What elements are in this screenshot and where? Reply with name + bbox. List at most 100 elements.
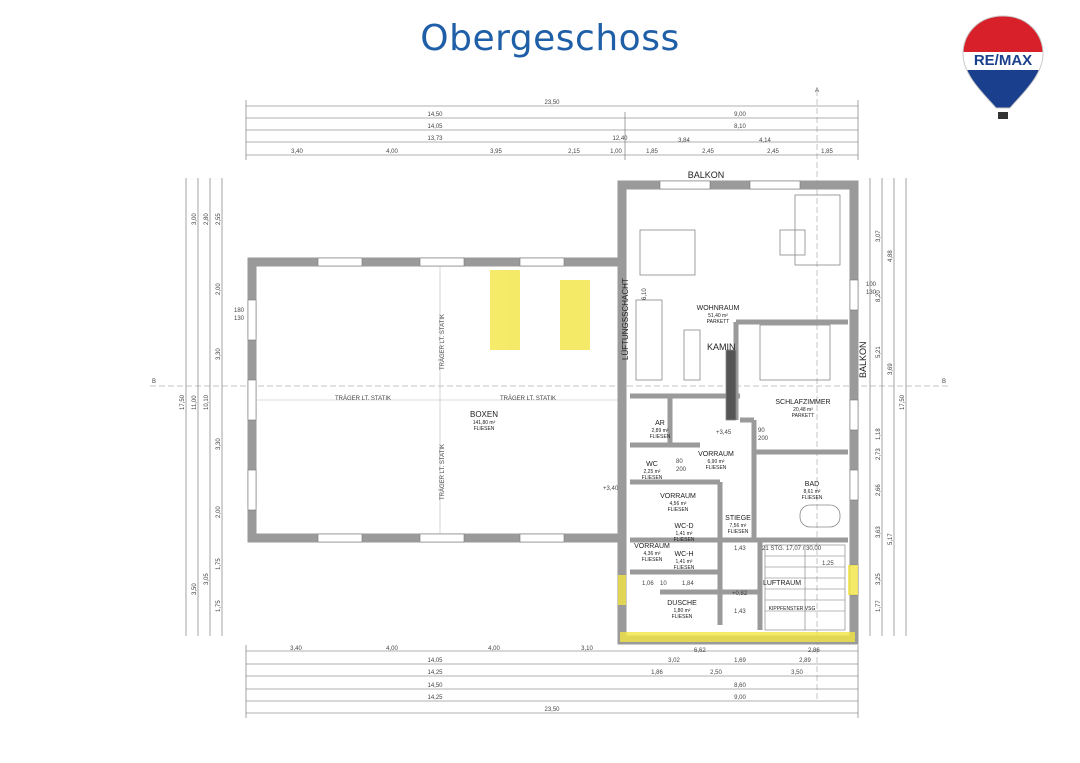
dim-right-12: 1,77 xyxy=(876,600,882,612)
dim-bottom-2-3: 3,50 xyxy=(791,670,803,676)
dim-inner-12: 130 xyxy=(234,316,245,322)
dim-top-4-1: 12,40 xyxy=(612,136,628,142)
dim-bottom-1-6: 2,89 xyxy=(799,658,811,664)
label-luftraum: LUFTRAUM xyxy=(763,580,801,587)
dim-right-9: 3,63 xyxy=(876,526,882,538)
dim-right-4: 5,21 xyxy=(876,346,882,358)
remax-balloon-logo: RE/MAX xyxy=(962,15,1044,119)
floor-wohnraum: PARKETT xyxy=(707,319,730,325)
dim-left-0: 17,50 xyxy=(180,394,186,410)
floor-ar: FLIESEN xyxy=(650,434,671,440)
label-kamin: KAMIN xyxy=(707,342,736,352)
dim-left-2: 10,10 xyxy=(204,394,210,410)
label-kippfenster: KIPPFENSTER VSG xyxy=(769,606,816,612)
dim-top-5-8: 4,14 xyxy=(759,138,771,144)
area-bad: 8,61 m² xyxy=(804,489,821,495)
dim-inner-13: 90 xyxy=(758,428,765,434)
dim-top-2-1: 9,00 xyxy=(734,112,746,118)
traeger-label-4: TRÄGER LT. STATIK xyxy=(439,444,446,500)
dim-left-3: 3,00 xyxy=(192,213,198,225)
dim-top-4-0: 13,73 xyxy=(427,136,443,142)
dim-bottom-2-2: 2,50 xyxy=(710,670,722,676)
dim-inner-2: 1,25 xyxy=(822,561,834,567)
dim-right-10: 5,17 xyxy=(888,533,894,545)
dim-top-5-9: 2,45 xyxy=(767,149,779,155)
page-title: Obergeschoss xyxy=(420,18,680,59)
dim-left-12: 1,75 xyxy=(216,558,222,570)
dim-left-7: 2,00 xyxy=(216,283,222,295)
area-schlafzimmer: 20,48 m² xyxy=(793,407,813,413)
dim-top-5-7: 2,45 xyxy=(702,149,714,155)
dim-left-4: 3,50 xyxy=(192,583,198,595)
dim-left-5: 2,80 xyxy=(204,213,210,225)
dim-inner-11: 180 xyxy=(234,308,245,314)
label-wohnraum: WOHNRAUM xyxy=(697,305,740,312)
dim-left-8: 3,30 xyxy=(216,348,222,360)
stairs-label: 21 STG. 17,07 / 30,00 xyxy=(762,546,822,552)
dim-right-11: 3,25 xyxy=(876,573,882,585)
dim-bottom-3-1: 8,60 xyxy=(734,683,746,689)
dim-right-2: 4,88 xyxy=(888,250,894,262)
label-wc-d: WC-D xyxy=(674,523,693,530)
area-wohnraum: 51,40 m² xyxy=(708,313,728,319)
stairs xyxy=(764,544,846,631)
dim-bottom-2-1: 1,86 xyxy=(651,670,663,676)
traeger-label-3: TRÄGER LT. STATIK xyxy=(439,314,446,370)
area-wc-d: 1,41 m² xyxy=(676,531,693,537)
dim-top-5-6: 3,84 xyxy=(678,138,690,144)
area-stiege: 7,56 m² xyxy=(730,523,747,529)
dim-inner-8: 2,86 xyxy=(808,648,820,654)
dim-top-3-1: 8,10 xyxy=(734,124,746,130)
dim-right-0: 17,50 xyxy=(900,394,906,410)
label-schacht: LÜFTUNGSSCHACHT xyxy=(621,278,630,360)
area-wc-h: 1,41 m² xyxy=(676,559,693,565)
area-vorraum-3: 4,36 m² xyxy=(644,551,661,557)
area-ar: 2,89 m² xyxy=(652,428,669,434)
beam-lines xyxy=(256,266,618,534)
floor-stiege: FLIESEN xyxy=(728,529,749,535)
dim-inner-14: 200 xyxy=(758,436,769,442)
label-schlafzimmer: SCHLAFZIMMER xyxy=(775,399,830,406)
dim-right-5: 3,69 xyxy=(888,363,894,375)
section-b-left: B xyxy=(152,379,156,385)
label-dusche: DUSCHE xyxy=(667,600,697,607)
area-wc: 2,25 m² xyxy=(644,469,661,475)
area-vorraum-2: 4,56 m² xyxy=(670,501,687,507)
dim-right-6: 1,18 xyxy=(876,428,882,440)
traeger-label-1: TRÄGER LT. STATIK xyxy=(335,395,391,402)
label-bad: BAD xyxy=(805,481,819,488)
area-boxen: 141,80 m² xyxy=(473,420,496,426)
floor-wc-d: FLIESEN xyxy=(674,537,695,543)
dim-top-2-0: 14,50 xyxy=(427,112,443,118)
label-wc: WC xyxy=(646,461,658,468)
dim-left-11: 3,05 xyxy=(204,573,210,585)
dim-bottom-2-0: 14,05 xyxy=(427,658,443,664)
section-b-right: B xyxy=(942,379,946,385)
label-vorraum-2: VORRAUM xyxy=(660,493,696,500)
dim-right-3: 8,20 xyxy=(876,290,882,302)
dim-inner-1: 1,43 xyxy=(734,546,746,552)
interior-walls xyxy=(630,319,848,630)
dim-top-3-0: 14,05 xyxy=(427,124,443,130)
walls xyxy=(247,180,859,645)
dim-right-1: 3,07 xyxy=(876,230,882,242)
dim-inner-3: 1,43 xyxy=(734,609,746,615)
dim-top-5-5: 1,85 xyxy=(646,149,658,155)
dim-bottom-3-0: 14,25 xyxy=(427,670,443,676)
floor-vorraum-2: FLIESEN xyxy=(668,507,689,513)
dim-bottom-1-5: 1,69 xyxy=(734,658,746,664)
dim-inner-6: 1,84 xyxy=(682,581,694,587)
dim-inner-0: 6,10 xyxy=(642,288,648,300)
dim-left-1: 11,00 xyxy=(192,395,198,410)
dim-inner-4: 1,06 xyxy=(642,581,654,587)
furniture xyxy=(635,194,841,528)
dim-left-9: 3,30 xyxy=(216,438,222,450)
top-dimension-chains xyxy=(245,100,859,160)
section-lines xyxy=(150,90,950,700)
logo-text: RE/MAX xyxy=(974,52,1032,69)
dim-bottom-1-4: 3,02 xyxy=(668,658,680,664)
dim-left-13: 1,75 xyxy=(216,600,222,612)
label-ar: AR xyxy=(655,420,665,427)
floor-vorraum-3: FLIESEN xyxy=(642,557,663,563)
